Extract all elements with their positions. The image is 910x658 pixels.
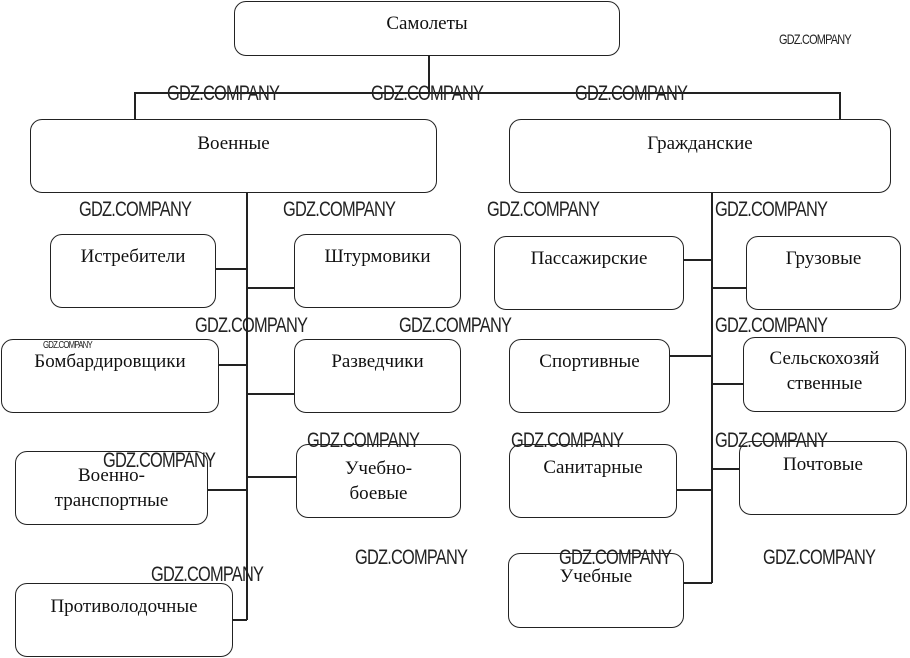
node-military: Военные bbox=[30, 119, 437, 193]
watermark: GDZ.COMPANY bbox=[167, 82, 280, 105]
node-civil: Гражданские bbox=[509, 119, 891, 193]
watermark: GDZ.COMPANY bbox=[559, 546, 672, 569]
watermark: GDZ.COMPANY bbox=[355, 546, 468, 569]
node-gruzovye: Грузовые bbox=[746, 236, 901, 310]
node-pochtovye-label: Почтовые bbox=[782, 454, 863, 475]
watermark: GDZ.COMPANY bbox=[307, 429, 420, 452]
connector-selskokhozyaystvennye bbox=[711, 383, 744, 385]
node-protivolodochnye-label: Противолодочные bbox=[50, 596, 198, 617]
node-passazhirskie: Пассажирские bbox=[494, 236, 684, 310]
watermark: GDZ.COMPANY bbox=[43, 340, 93, 351]
watermark: GDZ.COMPANY bbox=[79, 198, 192, 221]
node-uchebno-boevye: Учебно- боевые bbox=[296, 444, 461, 518]
watermark: GDZ.COMPANY bbox=[779, 31, 852, 47]
watermark: GDZ.COMPANY bbox=[575, 82, 688, 105]
connector-military-trunk bbox=[246, 193, 248, 620]
watermark: GDZ.COMPANY bbox=[151, 563, 264, 586]
connector-root-down bbox=[428, 55, 430, 93]
node-uchebnye: Учебные bbox=[508, 553, 684, 628]
node-uchebno-boevye-label: Учебно- bbox=[344, 458, 413, 479]
node-razvedchiki-label: Разведчики bbox=[331, 351, 424, 372]
node-istrebiteli-label: Истребители bbox=[80, 246, 186, 267]
node-sportivnye: Спортивные bbox=[509, 339, 670, 413]
connector-uchebno-boevye bbox=[246, 476, 296, 478]
node-root-label: Самолеты bbox=[386, 13, 468, 34]
node-civil-label: Гражданские bbox=[647, 133, 753, 154]
node-sportivnye-label: Спортивные bbox=[539, 351, 640, 372]
node-gruzovye-label: Грузовые bbox=[785, 248, 862, 269]
node-bombardirovshchiki-label: Бомбардировщики bbox=[34, 351, 186, 372]
node-selskokhozyaystvennye: Сельскохозяй ственные bbox=[743, 337, 906, 412]
node-uchebnye-label: Учебные bbox=[559, 566, 633, 587]
watermark: GDZ.COMPANY bbox=[715, 429, 828, 452]
node-istrebiteli: Истребители bbox=[50, 234, 216, 308]
node-voenno-transportnye-label-line2: транспортные bbox=[54, 490, 169, 511]
connector-voenno-transportnye bbox=[207, 489, 247, 491]
watermark: GDZ.COMPANY bbox=[511, 429, 624, 452]
connector-bombardirovshchiki bbox=[218, 364, 247, 366]
connector-top-bar bbox=[134, 92, 840, 94]
watermark: GDZ.COMPANY bbox=[487, 198, 600, 221]
node-voenno-transportnye-label: Военно- bbox=[77, 465, 145, 486]
node-uchebno-boevye-label-line2: боевые bbox=[349, 483, 408, 504]
node-shturmoviki-label: Штурмовики bbox=[324, 246, 431, 267]
node-passazhirskie-label: Пассажирские bbox=[530, 248, 648, 269]
watermark: GDZ.COMPANY bbox=[715, 314, 828, 337]
connector-pochtovye bbox=[711, 468, 740, 470]
connector-military-up bbox=[134, 92, 136, 120]
watermark: GDZ.COMPANY bbox=[715, 198, 828, 221]
connector-civil-trunk bbox=[711, 193, 713, 583]
node-bombardirovshchiki: Бомбардировщики bbox=[1, 339, 219, 413]
node-shturmoviki: Штурмовики bbox=[294, 234, 461, 308]
node-selskokhozyaystvennye-label: Сельскохозяй bbox=[769, 348, 880, 369]
node-selskokhozyaystvennye-label-line2: ственные bbox=[786, 373, 863, 394]
node-root: Самолеты bbox=[234, 1, 620, 56]
node-military-label: Военные bbox=[197, 133, 270, 154]
connector-protivolodochnye bbox=[232, 619, 247, 621]
node-razvedchiki: Разведчики bbox=[294, 339, 461, 413]
connector-gruzovye bbox=[711, 287, 748, 289]
node-protivolodochnye: Противолодочные bbox=[15, 583, 233, 657]
node-pochtovye: Почтовые bbox=[739, 441, 907, 515]
watermark: GDZ.COMPANY bbox=[371, 82, 484, 105]
connector-uchebnye bbox=[683, 582, 712, 584]
connector-sanitarnye bbox=[676, 489, 712, 491]
connector-shturmoviki bbox=[246, 287, 296, 289]
node-sanitarnye: Санитарные bbox=[509, 444, 677, 518]
watermark: GDZ.COMPANY bbox=[763, 546, 876, 569]
watermark: GDZ.COMPANY bbox=[195, 314, 308, 337]
connector-istrebiteli bbox=[215, 268, 247, 270]
node-sanitarnye-label: Санитарные bbox=[543, 457, 643, 478]
watermark: GDZ.COMPANY bbox=[399, 314, 512, 337]
connector-razvedchiki bbox=[246, 393, 296, 395]
connector-passazhirskie bbox=[683, 259, 712, 261]
connector-sportivnye bbox=[669, 355, 712, 357]
node-voenno-transportnye: Военно- транспортные bbox=[15, 451, 208, 525]
watermark: GDZ.COMPANY bbox=[283, 198, 396, 221]
watermark: GDZ.COMPANY bbox=[103, 449, 216, 472]
connector-civil-up bbox=[839, 92, 841, 120]
